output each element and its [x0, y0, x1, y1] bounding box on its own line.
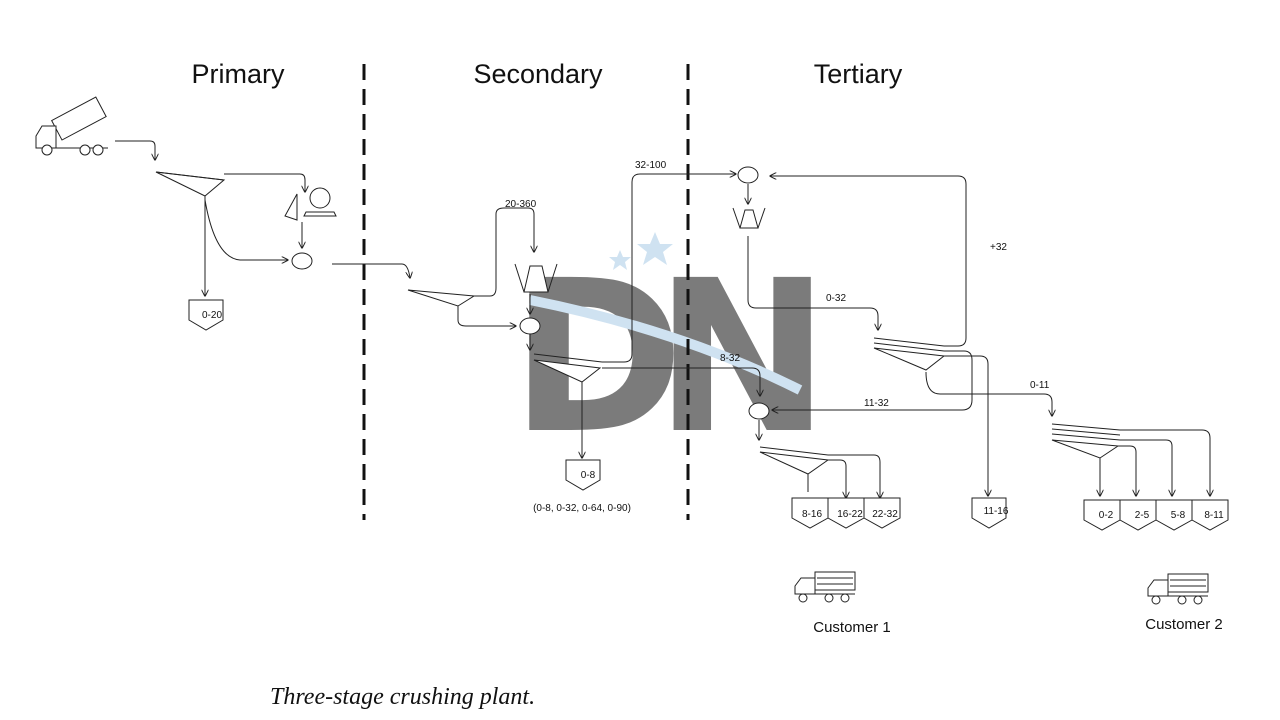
customer-1-truck-icon — [794, 571, 856, 603]
conveyor-node-4 — [748, 402, 770, 420]
stage-primary-title: Primary — [192, 59, 285, 89]
bin-11-16: 11-16 — [971, 497, 1009, 529]
customer-2-truck-icon — [1147, 573, 1209, 605]
bin-16-22: 16-22 — [827, 497, 865, 529]
bin-label-8-16: 8-16 — [802, 509, 822, 520]
customer-2-label: Customer 2 — [1145, 616, 1223, 633]
flow-label-8-32: 8-32 — [720, 353, 740, 364]
bin-label-0-20: 0-20 — [202, 310, 222, 321]
conveyor-node-2 — [519, 317, 541, 335]
bin-label-0-8: 0-8 — [581, 470, 596, 481]
bin-label-11-16: 11-16 — [984, 506, 1009, 517]
bin-label-5-8: 5-8 — [1171, 510, 1186, 521]
bin-0-2: 0-2 — [1083, 499, 1121, 531]
bin-8-16: 8-16 — [791, 497, 829, 529]
primary-screen-icon — [155, 171, 230, 197]
dump-truck-icon — [35, 96, 108, 156]
conveyor-node-1 — [291, 252, 313, 270]
bin-8-11: 8-11 — [1191, 499, 1229, 531]
bin-0-8: 0-8 — [565, 459, 601, 491]
tertiary-screen-1-icon — [873, 337, 946, 371]
conveyor-node-3 — [737, 166, 759, 184]
cone-crusher-icon — [514, 263, 558, 293]
cone-crusher-tertiary-icon — [732, 207, 766, 229]
figure-caption: Three-stage crushing plant. — [270, 684, 535, 710]
customer-1-label: Customer 1 — [813, 619, 891, 636]
bin-label-2-5: 2-5 — [1135, 510, 1150, 521]
flow-label-11-32: 11-32 — [864, 398, 889, 409]
bin-5-8: 5-8 — [1155, 499, 1193, 531]
tertiary-screen-3-icon — [1051, 423, 1121, 459]
bin-22-32: 22-32 — [863, 497, 901, 529]
bin-0-20: 0-20 — [188, 299, 224, 331]
flow-label-20-360: 20-360 — [505, 199, 537, 210]
tertiary-screen-2-icon — [759, 446, 830, 475]
products-note: (0-8, 0-32, 0-64, 0-90) — [533, 503, 631, 514]
stage-secondary-title: Secondary — [473, 59, 603, 89]
stage-tertiary-title: Tertiary — [814, 59, 903, 89]
jaw-crusher-icon — [284, 187, 337, 221]
bin-label-16-22: 16-22 — [837, 509, 863, 520]
bin-2-5: 2-5 — [1119, 499, 1157, 531]
secondary-screen-2-icon — [533, 353, 603, 383]
bin-label-0-2: 0-2 — [1099, 510, 1114, 521]
flow-label-32-100: 32-100 — [635, 160, 667, 171]
flow-label-0-11: 0-11 — [1030, 380, 1050, 391]
bin-label-22-32: 22-32 — [872, 509, 898, 520]
watermark-text: DN — [510, 235, 811, 480]
flow-label-0-32: 0-32 — [826, 293, 846, 304]
flow-label-plus-32: +32 — [990, 242, 1007, 253]
secondary-screen-1-icon — [407, 289, 476, 307]
bin-label-8-11: 8-11 — [1204, 510, 1224, 521]
